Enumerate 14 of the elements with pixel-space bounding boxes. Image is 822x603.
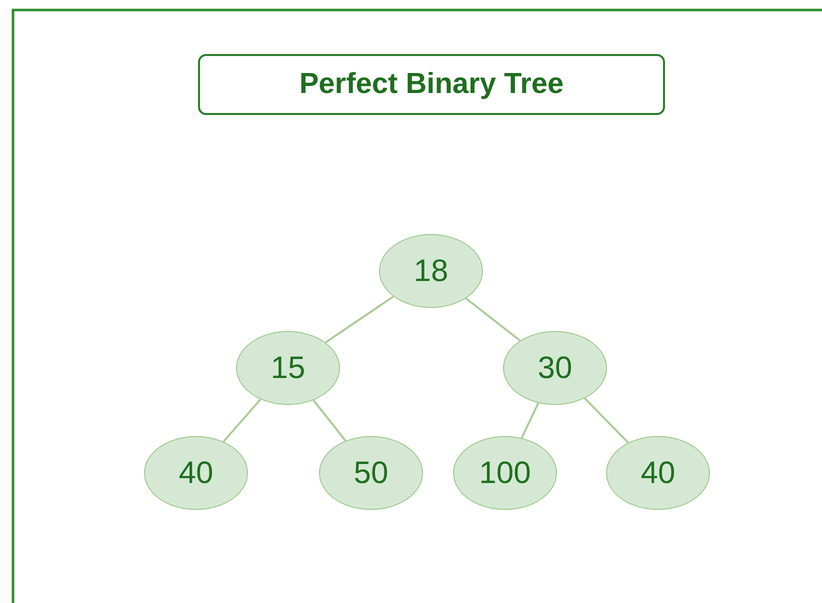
node-value: 40 (178, 455, 214, 491)
node-value: 40 (640, 455, 676, 491)
connector-line (520, 402, 540, 438)
node-value: 100 (479, 455, 531, 491)
connector-line (222, 398, 262, 442)
connector-line (312, 400, 346, 442)
title-box: Perfect Binary Tree (198, 54, 665, 115)
node-value: 50 (354, 455, 388, 491)
connector-line (325, 296, 394, 344)
connector-line (584, 398, 629, 444)
node-value: 30 (538, 350, 572, 386)
node-value: 15 (270, 350, 306, 386)
node-value: 18 (414, 253, 448, 289)
connector-line (465, 298, 521, 342)
